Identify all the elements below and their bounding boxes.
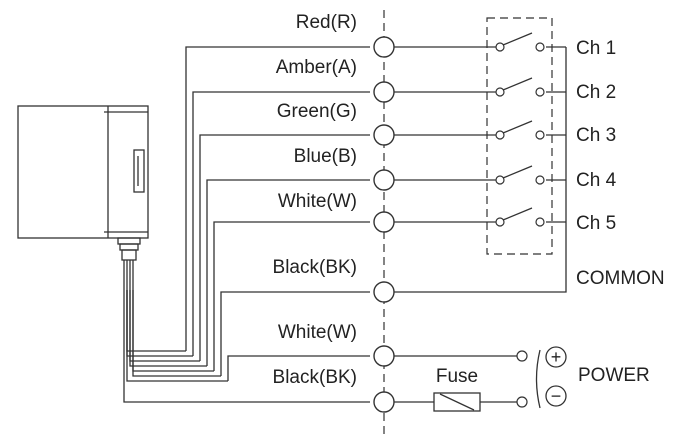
power-terminal-positive bbox=[516, 350, 528, 362]
wire-bundle bbox=[123, 46, 370, 403]
wire-label-white: White(W) bbox=[278, 191, 357, 212]
terminal-green bbox=[373, 124, 395, 146]
terminal-black-common bbox=[373, 281, 395, 303]
wire-green bbox=[199, 134, 370, 361]
minus-symbol-circle bbox=[545, 385, 567, 407]
minus-symbol: − bbox=[551, 386, 562, 406]
channel-label-4: Ch 4 bbox=[576, 170, 617, 191]
terminal-amber bbox=[373, 81, 395, 103]
wire-amber bbox=[192, 91, 370, 356]
channel-wiring bbox=[394, 46, 567, 293]
wire-white bbox=[213, 221, 370, 371]
wire-label-white-power: White(W) bbox=[278, 322, 357, 343]
power-wiring: + − POWER Fuse bbox=[394, 346, 650, 412]
terminal-black-power bbox=[373, 391, 395, 413]
channel-label-5: Ch 5 bbox=[576, 213, 616, 234]
wire-label-amber: Amber(A) bbox=[276, 57, 357, 78]
terminal-blue bbox=[373, 169, 395, 191]
switch-ch1 bbox=[495, 32, 545, 52]
plus-symbol: + bbox=[551, 347, 562, 367]
wire-label-red: Red(R) bbox=[296, 12, 357, 33]
wire-white-power bbox=[227, 355, 370, 381]
wire-red bbox=[185, 46, 370, 351]
wire-label-green: Green(G) bbox=[277, 101, 357, 122]
device-enclosure bbox=[17, 105, 149, 290]
switch-ch3 bbox=[495, 120, 545, 140]
terminal-white-power bbox=[373, 345, 395, 367]
common-bus bbox=[394, 47, 567, 293]
switch-ch5 bbox=[495, 207, 545, 227]
power-brace bbox=[535, 349, 541, 409]
channel-label-3: Ch 3 bbox=[576, 125, 616, 146]
channel-label-2: Ch 2 bbox=[576, 82, 616, 103]
wire-label-black: Black(BK) bbox=[273, 257, 357, 278]
power-terminal-negative bbox=[516, 396, 528, 408]
terminal-red bbox=[373, 36, 395, 58]
switch-ch2 bbox=[495, 77, 545, 97]
power-label: POWER bbox=[578, 365, 650, 386]
switches bbox=[495, 32, 545, 227]
wire-label-black-power: Black(BK) bbox=[273, 367, 357, 388]
fuse-label: Fuse bbox=[436, 366, 478, 387]
common-label: COMMON bbox=[576, 268, 665, 289]
plus-symbol-circle bbox=[545, 346, 567, 368]
terminal-white bbox=[373, 211, 395, 233]
wire-label-blue: Blue(B) bbox=[294, 146, 357, 167]
wire-labels: Red(R) Amber(A) Green(G) Blue(B) White(W… bbox=[273, 12, 357, 388]
switch-block bbox=[486, 17, 553, 255]
channel-label-1: Ch 1 bbox=[576, 38, 616, 59]
channel-labels: Ch 1 Ch 2 Ch 3 Ch 4 Ch 5 COMMON bbox=[576, 38, 665, 289]
wire-black-common bbox=[220, 291, 370, 376]
terminals bbox=[373, 36, 395, 413]
wire-blue bbox=[206, 179, 370, 366]
wire-black-power bbox=[123, 290, 370, 403]
switch-ch4 bbox=[495, 165, 545, 185]
